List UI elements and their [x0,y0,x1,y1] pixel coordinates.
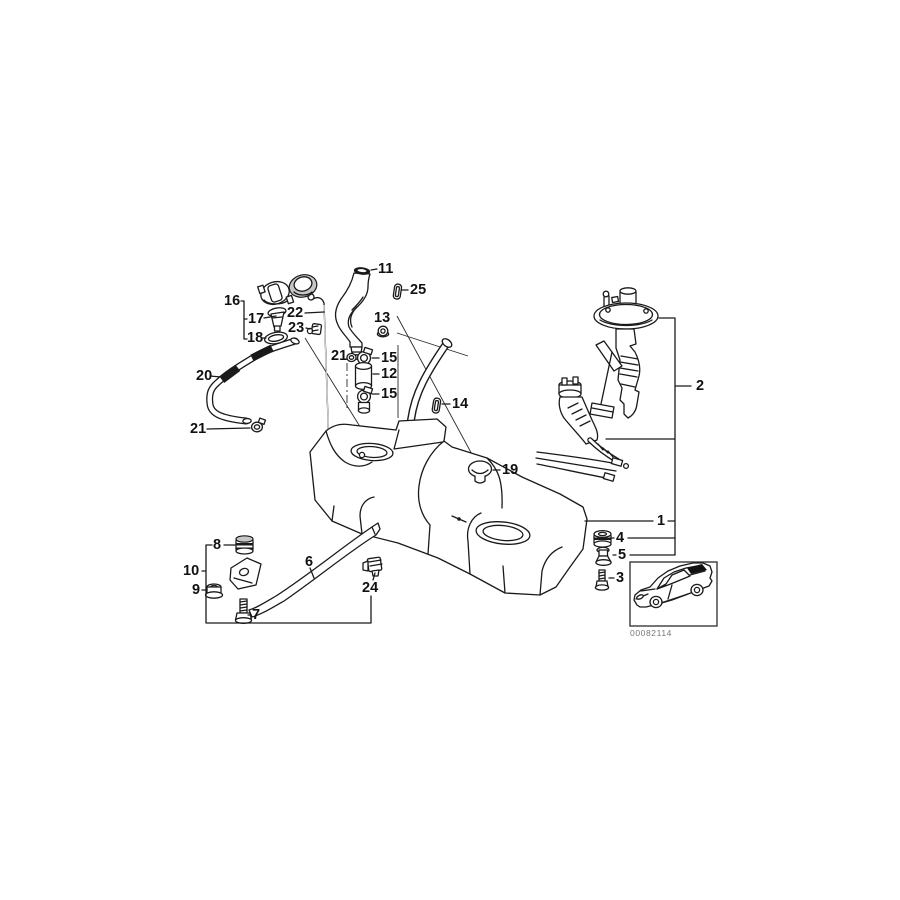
callout-21-lower[interactable]: 21 [190,421,207,437]
callout-16[interactable]: 16 [224,293,241,309]
callout-25[interactable]: 25 [410,282,427,298]
callout-2[interactable]: 2 [696,378,705,394]
seal-25-drawing [392,283,403,300]
fuel-pump-assembly-drawing [535,287,659,482]
callout-3[interactable]: 3 [616,570,625,586]
filler-pipe-drawing [334,267,371,360]
tank-location-marker [687,564,707,574]
vent-rod-drawing [305,293,330,451]
leader-lines [201,268,692,624]
callout-11[interactable]: 11 [378,261,394,277]
callout-10[interactable]: 10 [183,563,200,579]
tank-cap-19-drawing [467,460,493,484]
car-location-thumbnail [629,561,718,627]
mount-plate-drawing [229,557,262,590]
hose-clamp-21-lower-drawing [250,417,267,433]
filler-collar-drawing [288,274,318,298]
buffer-8-drawing [235,535,254,555]
drawing-number: 00082114 [630,628,672,638]
tension-strap-drawing [248,522,381,618]
grommet-9-drawing [204,583,224,599]
buffer-4-drawing [593,529,612,548]
callout-20[interactable]: 20 [196,368,213,384]
clamp-21-mid-drawing [346,352,357,363]
callout-13[interactable]: 13 [374,310,391,326]
callout-22[interactable]: 22 [287,305,304,321]
callout-5[interactable]: 5 [618,547,627,563]
funnel-5-drawing [595,546,612,566]
lock-cylinder-drawing [267,307,287,332]
bolt-3-drawing [594,569,610,591]
seal-ring-18-drawing [263,331,289,345]
callout-18[interactable]: 18 [247,330,264,346]
callout-19[interactable]: 19 [502,462,519,478]
hose-piece-12-drawing [354,361,373,391]
callout-17[interactable]: 17 [248,311,265,327]
fuel-tank-drawing [309,418,588,596]
callout-15-upper[interactable]: 15 [381,350,398,366]
callout-15-lower[interactable]: 15 [381,386,398,402]
bolt-7-drawing [234,598,253,624]
car-sketch [633,562,713,609]
clip-24-drawing [362,556,383,577]
callout-21-mid[interactable]: 21 [331,348,348,364]
callout-24[interactable]: 24 [362,580,379,596]
vent-pipe-drawing [406,338,453,436]
nut-13-drawing [376,325,390,338]
seal-14-drawing [431,397,442,414]
callout-1[interactable]: 1 [657,513,666,529]
callout-23[interactable]: 23 [288,320,305,336]
breather-hose-drawing [206,337,300,425]
callout-9[interactable]: 9 [192,582,201,598]
callout-12[interactable]: 12 [381,366,398,382]
fuel-cap-drawing [257,280,295,306]
callout-4[interactable]: 4 [616,530,625,546]
hose-clamp-15-upper-drawing [356,346,374,366]
callout-8[interactable]: 8 [213,537,222,553]
callout-14[interactable]: 14 [452,396,469,412]
hose-clamp-15-lower-drawing [356,385,374,414]
callout-6[interactable]: 6 [305,554,314,570]
callout-7[interactable]: 7 [252,607,261,623]
